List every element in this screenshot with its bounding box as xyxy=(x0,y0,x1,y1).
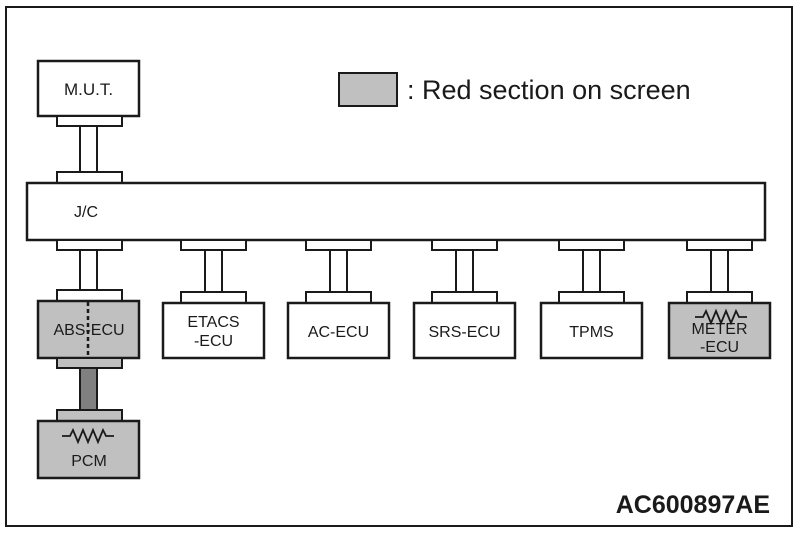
etacs-cable xyxy=(204,249,223,295)
srs-connector-plate-top xyxy=(431,239,498,251)
tpms-connector-plate-bottom xyxy=(558,291,625,304)
etacs-ecu-label-line2: -ECU xyxy=(194,333,233,350)
meter-connector-plate-bottom xyxy=(686,291,753,304)
mut-connector-plate-top xyxy=(56,115,123,127)
etacs-ecu-label-line1: ETACS xyxy=(187,314,239,331)
mut-label: M.U.T. xyxy=(64,80,113,99)
pcm-box xyxy=(36,419,141,480)
legend-swatch xyxy=(338,72,398,107)
pcm-resistor-symbol xyxy=(62,427,114,445)
etacs-ecu-box xyxy=(161,301,266,360)
legend-text: : Red section on screen xyxy=(407,75,691,105)
meter-cable xyxy=(710,249,729,295)
ecu-column-tpms: TPMS xyxy=(539,239,644,360)
srs-cable xyxy=(455,249,474,295)
pcm-label: PCM xyxy=(71,453,107,470)
ac-ecu-label: AC-ECU xyxy=(308,324,369,341)
tpms-label: TPMS xyxy=(569,324,613,341)
mut-block: M.U.T. xyxy=(36,59,141,184)
abs-connector-plate-bottom xyxy=(56,289,123,302)
tpms-cable xyxy=(582,249,601,295)
abs-pcm-cable xyxy=(79,367,98,413)
meter-ecu-label-line1: METER xyxy=(692,321,748,338)
meter-resistor-symbol xyxy=(695,308,747,326)
mut-cable xyxy=(79,125,98,175)
tpms-box xyxy=(539,301,644,360)
ecu-column-srs: SRS-ECU xyxy=(412,239,517,360)
outer-frame xyxy=(5,6,793,527)
jc-label: J/C xyxy=(74,204,98,221)
jc-bus: J/C xyxy=(25,181,767,242)
pcm-block: PCM xyxy=(36,419,141,480)
mut-connector-plate-bottom xyxy=(56,171,123,184)
meter-ecu-box xyxy=(667,301,772,360)
figure-code: AC600897AE xyxy=(616,491,770,519)
ac-connector-plate-top xyxy=(305,239,372,251)
srs-ecu-box xyxy=(412,301,517,360)
ac-ecu-box xyxy=(286,301,391,360)
etacs-connector-plate-bottom xyxy=(180,291,247,304)
jc-bar xyxy=(25,181,767,242)
abs-pcm-plate-top xyxy=(56,357,123,369)
meter-connector-plate-top xyxy=(686,239,753,251)
srs-ecu-label: SRS-ECU xyxy=(428,324,500,341)
abs-ecu-label: ABS-ECU xyxy=(53,322,124,339)
tpms-connector-plate-top xyxy=(558,239,625,251)
etacs-connector-plate-top xyxy=(180,239,247,251)
ecu-column-ac: AC-ECU xyxy=(286,239,391,360)
srs-connector-plate-bottom xyxy=(431,291,498,304)
ecu-column-etacs: ETACS -ECU xyxy=(161,239,266,360)
ecu-column-abs: ABS-ECU xyxy=(36,239,141,422)
abs-connector-plate-top xyxy=(56,239,123,251)
abs-cable xyxy=(79,249,98,293)
meter-ecu-label-line2: -ECU xyxy=(700,339,739,356)
ac-connector-plate-bottom xyxy=(305,291,372,304)
ecu-column-meter: METER -ECU xyxy=(667,239,772,360)
legend: : Red section on screen xyxy=(338,72,691,107)
ac-cable xyxy=(329,249,348,295)
pcm-connector-plate xyxy=(56,409,123,422)
